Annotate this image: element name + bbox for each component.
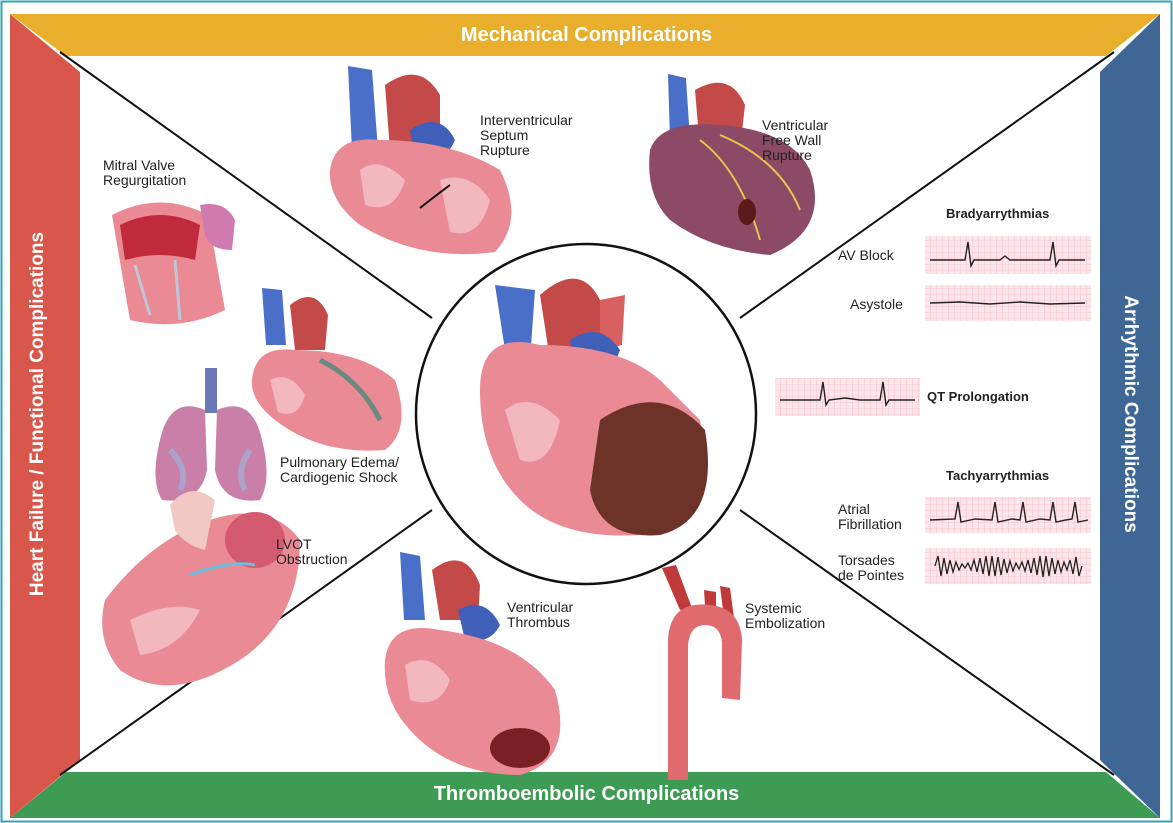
label-torsades: Torsades de Pointes (838, 553, 904, 583)
ekg-strip-qt (775, 378, 920, 416)
label-qt: QT Prolongation (927, 389, 1029, 404)
band-top-label: Mechanical Complications (0, 24, 1173, 47)
label-pulmonary: Pulmonary Edema/ Cardiogenic Shock (280, 455, 399, 485)
ekg-strip-av-block (925, 236, 1091, 274)
ekg-strip-afib (925, 497, 1091, 533)
label-mitral: Mitral Valve Regurgitation (103, 158, 186, 188)
label-av-block: AV Block (838, 248, 894, 263)
label-thrombus: Ventricular Thrombus (507, 600, 573, 630)
label-free-wall-rupture: Ventricular Free Wall Rupture (762, 118, 828, 163)
band-left-label: Heart Failure / Functional Complications (27, 214, 49, 614)
ekg-strip-asystole (925, 285, 1091, 321)
label-afib: Atrial Fibrillation (838, 502, 902, 532)
band-bottom-label: Thromboembolic Complications (0, 783, 1173, 806)
ekg-strip-torsades (925, 548, 1091, 584)
label-brady-header: Bradyarrythmias (946, 206, 1049, 221)
label-septum-rupture: Interventricular Septum Rupture (480, 113, 573, 158)
label-asystole: Asystole (850, 297, 903, 312)
band-right-label: Arrhythmic Complications (1119, 214, 1141, 614)
label-tachy-header: Tachyarrythmias (946, 468, 1049, 483)
label-embolization: Systemic Embolization (745, 601, 825, 631)
heart-illustration-mitral (112, 203, 235, 325)
label-lvot: LVOT Obstruction (276, 537, 348, 567)
